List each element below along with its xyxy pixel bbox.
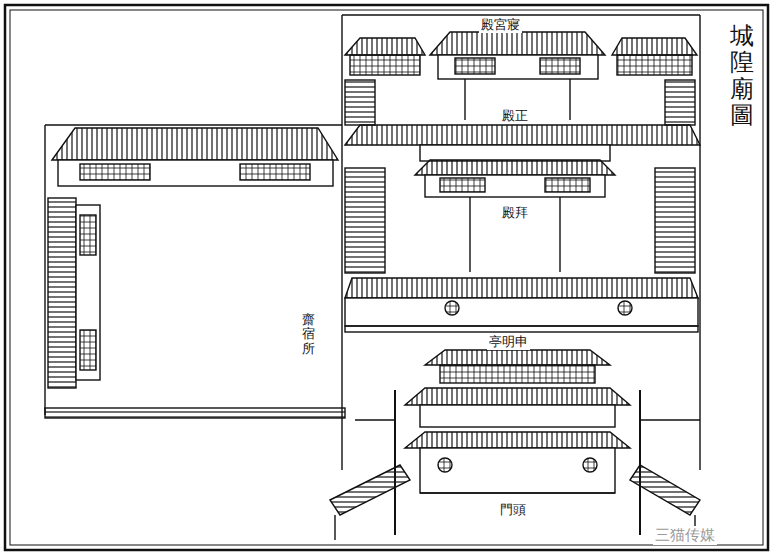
gate-name: 門頭 (498, 502, 528, 518)
building-name: 齋宿所 (300, 312, 317, 357)
pavilion-name: 亭明申 (487, 334, 530, 350)
watermark: 三猫传媒 (653, 526, 717, 545)
plan-title: 城隍廟圖 (728, 22, 756, 130)
hall-name: 殿宮寢 (479, 17, 522, 33)
hall-name: 殿正 (500, 108, 530, 124)
plan-lines (5, 5, 768, 550)
hall-name: 殿拜 (500, 205, 530, 221)
